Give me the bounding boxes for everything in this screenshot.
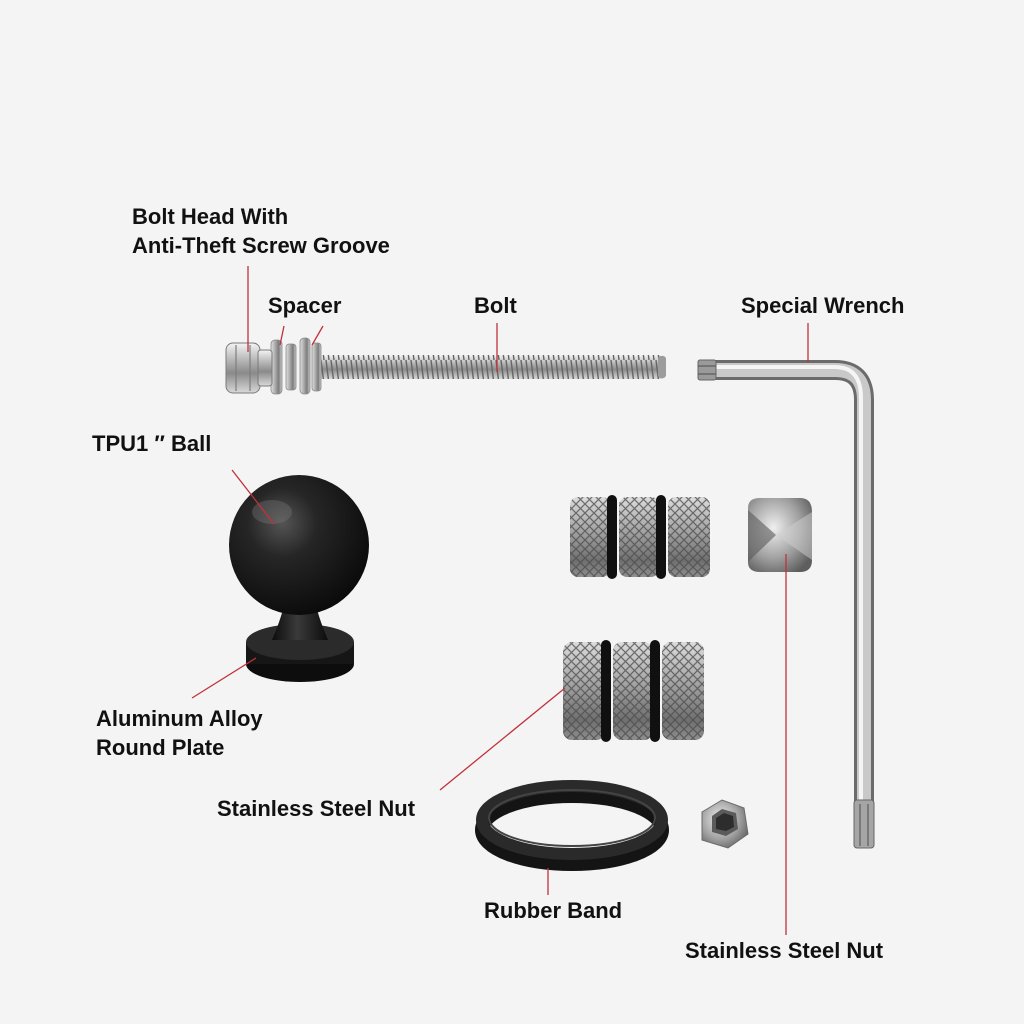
- leader-knurled-nut: [439, 687, 566, 791]
- ball-mount-assembly: [229, 475, 369, 682]
- label-plate-line2: Round Plate: [96, 735, 225, 760]
- leader-spacer-a: [279, 325, 285, 346]
- label-plate-line1: Aluminum Alloy: [96, 706, 263, 731]
- label-bolt-head-line2: Anti-Theft Screw Groove: [132, 233, 390, 258]
- rubber-ring-icon: [475, 780, 669, 871]
- ball-mount-icon: [229, 475, 369, 615]
- label-tpu-ball: TPU1 ″ Ball: [92, 431, 212, 456]
- torx-key-icon: [697, 359, 875, 849]
- leader-lines: [191, 266, 809, 935]
- label-stainless-nut-knurled: Stainless Steel Nut: [217, 796, 416, 821]
- washer-icon: [270, 337, 322, 395]
- knurled-nut-upper: [570, 495, 710, 579]
- leader-plate: [191, 657, 257, 699]
- hex-nut-icon: [701, 799, 749, 849]
- cap-nut-icon: [748, 498, 812, 572]
- label-stainless-nut-hex: Stainless Steel Nut: [685, 938, 884, 963]
- leader-tpu-ball: [231, 469, 275, 525]
- knurled-nut-icon: [563, 640, 704, 742]
- label-special-wrench: Special Wrench: [741, 293, 905, 318]
- bolt-head-icon: [225, 342, 273, 394]
- knurled-nut-lower: [563, 640, 704, 742]
- label-spacer: Spacer: [268, 293, 342, 318]
- label-bolt: Bolt: [474, 293, 517, 318]
- knurled-nut-icon: [570, 495, 710, 579]
- bolt-assembly: [225, 337, 666, 395]
- threaded-rod-icon: [318, 355, 666, 379]
- leader-spacer-b: [311, 325, 324, 346]
- label-rubber-band: Rubber Band: [484, 898, 623, 923]
- label-bolt-head-line1: Bolt Head With: [132, 204, 289, 229]
